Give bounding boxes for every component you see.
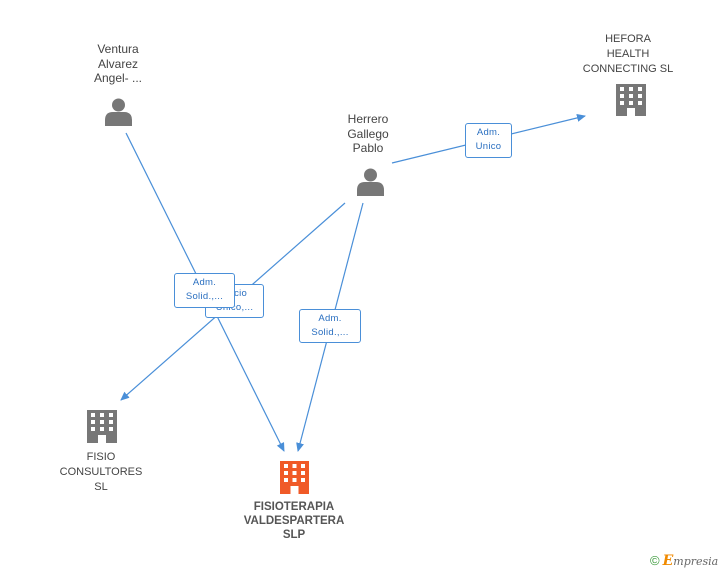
building-icon[interactable] — [616, 84, 646, 116]
copyright-icon: © — [650, 553, 660, 568]
person-icon[interactable] — [105, 98, 132, 127]
node-label-ventura[interactable]: Ventura Alvarez Angel- ... — [93, 42, 143, 85]
brand-logo-initial: E — [662, 553, 674, 569]
person-icon[interactable] — [357, 168, 384, 197]
building-icon[interactable] — [87, 410, 117, 443]
node-label-fisio-consultores[interactable]: FISIO CONSULTORES SL — [59, 451, 143, 493]
node-label-hefora[interactable]: HEFORA HEALTH CONNECTING SL — [582, 33, 674, 75]
edge-label-herrero-fisioterapia[interactable]: Adm. Solid.,... — [299, 309, 361, 343]
main-building-icon[interactable] — [280, 461, 309, 494]
empresia-watermark: ©Empresia — [650, 553, 718, 571]
brand-logo-text: mpresia — [673, 555, 719, 568]
edge-label-herrero-hefora[interactable]: Adm. Unico — [465, 123, 512, 158]
edge-label-ventura-fisioterapia[interactable]: Adm. Solid.,... — [174, 273, 235, 308]
node-label-herrero[interactable]: Herrero Gallego Pablo — [347, 112, 389, 155]
node-label-fisioterapia[interactable]: FISIOTERAPIA VALDESPARTERA SLP — [243, 501, 345, 541]
